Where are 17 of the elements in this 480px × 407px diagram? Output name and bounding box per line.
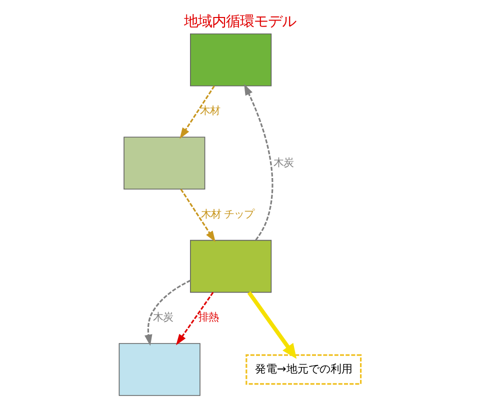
node-box: 発電→地元での利用 xyxy=(246,354,362,385)
node-box xyxy=(190,240,272,293)
arrow xyxy=(144,280,191,346)
arrow xyxy=(176,292,214,346)
edge-label: 木炭 xyxy=(274,156,294,169)
diagram-title: 地域内循環モデル xyxy=(184,14,296,30)
arrow xyxy=(244,84,274,241)
arrow xyxy=(247,291,297,359)
edge-label: 排熱 xyxy=(198,312,218,324)
edge-label: 木材 xyxy=(200,105,220,118)
arrow xyxy=(180,86,215,139)
node-box xyxy=(118,343,200,396)
node-box xyxy=(190,34,272,86)
node-box xyxy=(124,136,206,190)
arrow xyxy=(180,188,216,242)
edge-label: 木炭 xyxy=(152,312,173,324)
edge-label: 木材 チップ xyxy=(200,208,254,220)
